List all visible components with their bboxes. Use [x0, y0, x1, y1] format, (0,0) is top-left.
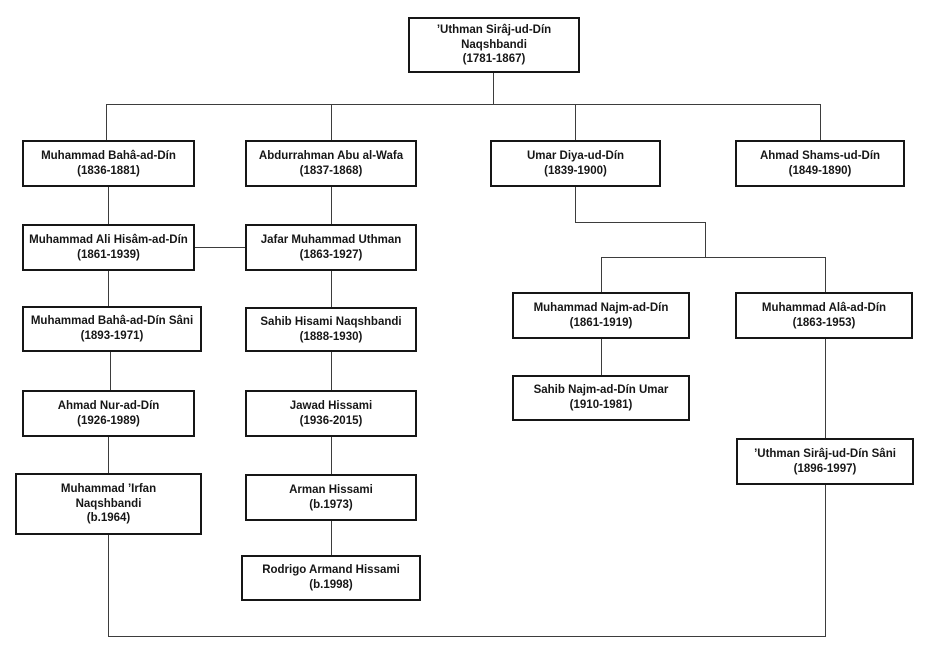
person-dates: (1863-1927) — [299, 248, 363, 261]
person-node-jawad: Jawad Hissami (1936-2015) — [245, 390, 417, 437]
person-node-uthman-sani: ’Uthman Sirâj-ud-Dín Sâni (1896-1997) — [736, 438, 914, 485]
person-name: Muhammad Najm-ad-Dín — [533, 301, 669, 314]
connector-line — [108, 187, 109, 224]
connector-line — [331, 352, 332, 390]
connector-line — [110, 352, 111, 390]
person-node-uthman-siraj: ’Uthman Sirâj-ud-Dín Naqshbandi (1781-186… — [408, 17, 580, 73]
person-dates: (1781-1867) — [462, 53, 526, 66]
connector-line — [601, 257, 602, 292]
person-name: Jawad Hissami — [289, 399, 373, 412]
person-name: ’Uthman Sirâj-ud-Dín Naqshbandi — [436, 23, 552, 51]
person-node-jafar: Jafar Muhammad Uthman (1863-1927) — [245, 224, 417, 271]
person-dates: (b.1973) — [309, 498, 353, 511]
connector-line — [705, 222, 706, 257]
connector-line — [825, 485, 826, 636]
connector-line — [825, 339, 826, 438]
person-dates: (1936-2015) — [299, 414, 363, 427]
person-node-umar: Umar Diya-ud-Dín (1839-1900) — [490, 140, 661, 187]
person-name: Muhammad Bahâ-ad-Dín — [41, 149, 176, 162]
person-node-arman: Arman Hissami (b.1973) — [245, 474, 417, 521]
person-dates: (b.1964) — [86, 512, 131, 525]
person-name: Muhammad ’Irfan Naqshbandi — [60, 482, 157, 510]
person-name: Arman Hissami — [289, 483, 373, 496]
person-dates: (1926-1989) — [77, 414, 140, 427]
person-node-irfan: Muhammad ’Irfan Naqshbandi (b.1964) — [15, 473, 202, 535]
person-node-hisam: Muhammad Ali Hisâm-ad-Dín (1861-1939) — [22, 224, 195, 271]
person-node-baha: Muhammad Bahâ-ad-Dín (1836-1881) — [22, 140, 195, 187]
connector-line — [820, 104, 821, 140]
connector-line — [106, 104, 820, 105]
person-node-sahib-najm: Sahib Najm-ad-Dín Umar (1910-1981) — [512, 375, 690, 421]
person-node-abdurrahman: Abdurrahman Abu al-Wafa (1837-1868) — [245, 140, 417, 187]
connector-line — [825, 257, 826, 292]
person-name: ’Uthman Sirâj-ud-Dín Sâni — [754, 447, 896, 460]
person-dates: (1849-1890) — [788, 164, 852, 177]
person-name: Abdurrahman Abu al-Wafa — [258, 149, 404, 162]
connector-line — [331, 187, 332, 224]
person-dates: (1861-1939) — [77, 248, 140, 261]
person-node-ala: Muhammad Alâ-ad-Dín (1863-1953) — [735, 292, 913, 339]
person-node-rodrigo: Rodrigo Armand Hissami (b.1998) — [241, 555, 421, 601]
connector-line — [601, 257, 825, 258]
person-name: Muhammad Bahâ-ad-Dín Sâni — [30, 315, 194, 328]
person-node-najm: Muhammad Najm-ad-Dín (1861-1919) — [512, 292, 690, 339]
connector-line — [106, 104, 107, 140]
person-name: Ahmad Shams-ud-Dín — [759, 149, 881, 162]
person-dates: (1837-1868) — [299, 164, 363, 177]
person-dates: (1861-1919) — [569, 316, 633, 329]
connector-line — [108, 636, 826, 637]
connector-line — [493, 73, 494, 104]
person-dates: (1839-1900) — [544, 164, 607, 177]
person-name: Rodrigo Armand Hissami — [262, 564, 400, 577]
person-dates: (b.1998) — [309, 579, 353, 591]
connector-line — [108, 535, 109, 636]
person-node-nur: Ahmad Nur-ad-Dín (1926-1989) — [22, 390, 195, 437]
person-name: Sahib Najm-ad-Dín Umar — [533, 384, 669, 397]
person-dates: (1863-1953) — [792, 316, 856, 329]
connector-line — [575, 222, 705, 223]
person-dates: (1893-1971) — [80, 330, 144, 342]
person-dates: (1896-1997) — [793, 462, 857, 475]
person-name: Sahib Hisami Naqshbandi — [260, 315, 402, 328]
person-name: Ahmad Nur-ad-Dín — [57, 399, 160, 412]
connector-line — [575, 104, 576, 140]
person-node-baha-sani: Muhammad Bahâ-ad-Dín Sâni (1893-1971) — [22, 306, 202, 352]
connector-line — [601, 339, 602, 375]
connector-line — [108, 437, 109, 473]
connector-line — [331, 104, 332, 140]
person-name: Jafar Muhammad Uthman — [260, 233, 402, 246]
person-dates: (1888-1930) — [299, 330, 363, 343]
connector-line — [195, 247, 245, 248]
person-name: Muhammad Ali Hisâm-ad-Dín — [29, 233, 188, 246]
person-name: Muhammad Alâ-ad-Dín — [761, 301, 887, 314]
person-dates: (1910-1981) — [569, 399, 633, 411]
connector-line — [331, 521, 332, 555]
connector-line — [331, 271, 332, 307]
person-name: Umar Diya-ud-Dín — [526, 149, 625, 162]
connector-line — [331, 437, 332, 474]
connector-line — [108, 271, 109, 306]
person-dates: (1836-1881) — [77, 164, 140, 177]
person-node-shams: Ahmad Shams-ud-Dín (1849-1890) — [735, 140, 905, 187]
connector-line — [575, 187, 576, 222]
person-node-sahib-hisami: Sahib Hisami Naqshbandi (1888-1930) — [245, 307, 417, 352]
